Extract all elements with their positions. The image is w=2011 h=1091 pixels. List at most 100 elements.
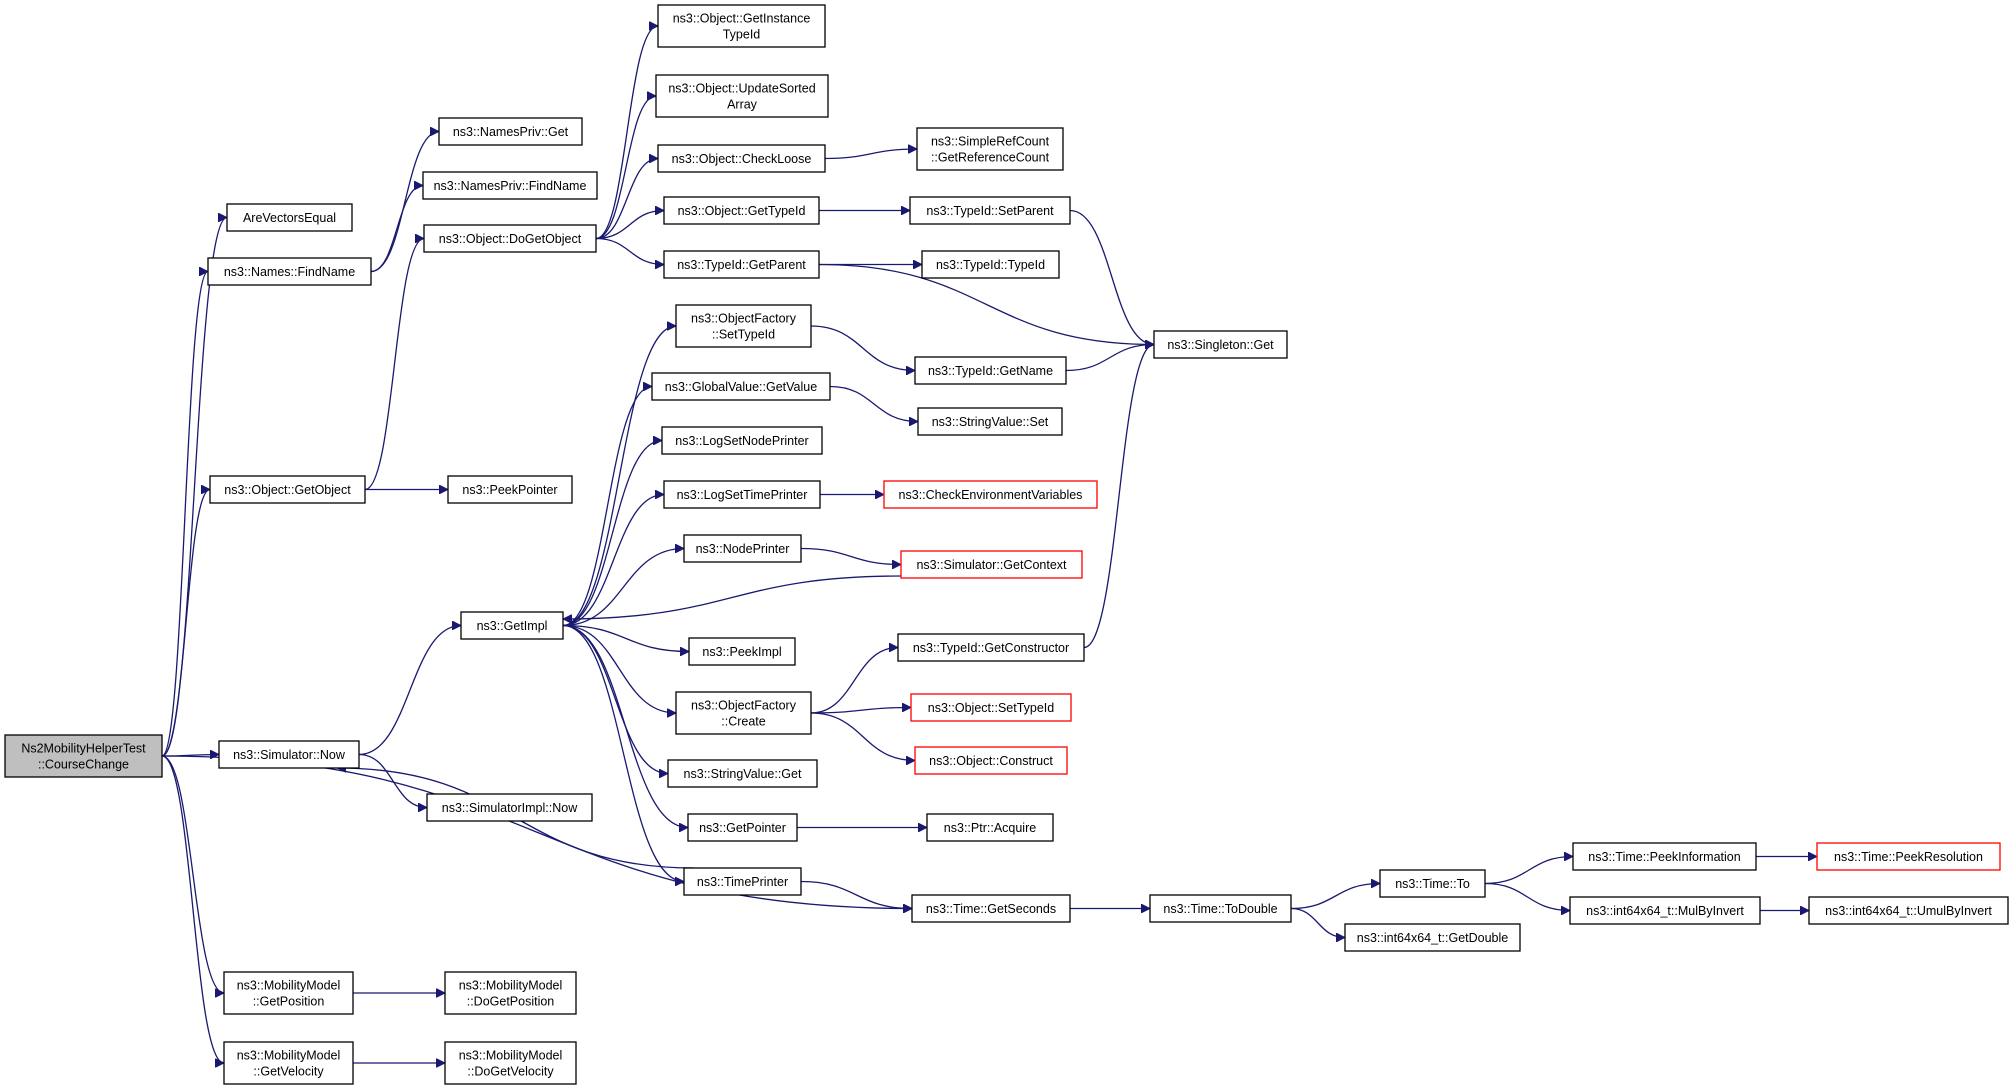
node-box-objgettid[interactable] <box>663 196 820 225</box>
node-gvgetval[interactable]: ns3::GlobalValue::GetValue <box>651 372 831 401</box>
node-tidgetname[interactable]: ns3::TypeId::GetName <box>914 356 1067 385</box>
node-box-simgetctx[interactable] <box>900 550 1083 579</box>
node-srcgetref[interactable]: ns3::SimpleRefCount::GetReferenceCount <box>916 127 1064 171</box>
node-singleton[interactable]: ns3::Singleton::Get <box>1153 330 1288 359</box>
node-timeto[interactable]: ns3::Time::To <box>1379 869 1486 898</box>
node-dogetobj[interactable]: ns3::Object::DoGetObject <box>423 224 597 253</box>
node-box-timetodouble[interactable] <box>1149 894 1292 923</box>
node-box-nodeprinter[interactable] <box>683 534 802 563</box>
node-checkloose[interactable]: ns3::Object::CheckLoose <box>657 144 826 173</box>
node-box-dogetobj[interactable] <box>423 224 597 253</box>
node-box-arevec[interactable] <box>226 203 353 232</box>
node-logtime[interactable]: ns3::LogSetTimePrinter <box>663 480 821 509</box>
node-box-mmgetvel[interactable] <box>223 1041 354 1085</box>
node-box-timegetsec[interactable] <box>911 894 1071 923</box>
node-objgettid[interactable]: ns3::Object::GetTypeId <box>663 196 820 225</box>
node-box-timeprinter[interactable] <box>683 867 802 896</box>
node-ofcreate[interactable]: ns3::ObjectFactory::Create <box>675 691 812 735</box>
node-i64mulbyinv[interactable]: ns3::int64x64_t::MulByInvert <box>1569 896 1761 925</box>
node-npget[interactable]: ns3::NamesPriv::Get <box>438 117 583 146</box>
node-box-updsorted[interactable] <box>655 74 829 118</box>
node-nodeprinter[interactable]: ns3::NodePrinter <box>683 534 802 563</box>
node-box-tidgetname[interactable] <box>914 356 1067 385</box>
node-tidgetparent[interactable]: ns3::TypeId::GetParent <box>663 250 820 279</box>
node-simnow[interactable]: ns3::Simulator::Now <box>218 740 360 769</box>
node-objconstruct[interactable]: ns3::Object::Construct <box>914 746 1068 775</box>
node-simimplnow[interactable]: ns3::SimulatorImpl::Now <box>426 793 593 822</box>
node-box-root[interactable] <box>4 734 163 778</box>
node-box-peekptr[interactable] <box>447 475 573 504</box>
node-box-simimplnow[interactable] <box>426 793 593 822</box>
node-peekimpl[interactable]: ns3::PeekImpl <box>688 637 796 666</box>
node-box-simnow[interactable] <box>218 740 360 769</box>
node-box-objconstruct[interactable] <box>914 746 1068 775</box>
node-box-mmdogetpos[interactable] <box>444 971 577 1015</box>
node-svget[interactable]: ns3::StringValue::Get <box>667 759 818 788</box>
node-ofsettid[interactable]: ns3::ObjectFactory::SetTypeId <box>675 304 812 348</box>
node-arevec[interactable]: AreVectorsEqual <box>226 203 353 232</box>
node-lognode[interactable]: ns3::LogSetNodePrinter <box>661 426 823 455</box>
node-box-getobject[interactable] <box>209 475 366 504</box>
node-box-mmgetpos[interactable] <box>223 971 354 1015</box>
node-box-timepeekres[interactable] <box>1816 842 2001 871</box>
node-tidgetctor[interactable]: ns3::TypeId::GetConstructor <box>897 633 1085 662</box>
node-getpointer[interactable]: ns3::GetPointer <box>687 813 798 842</box>
node-svset[interactable]: ns3::StringValue::Set <box>917 407 1063 436</box>
node-box-ofsettid[interactable] <box>675 304 812 348</box>
node-box-getpointer[interactable] <box>687 813 798 842</box>
node-box-objsettid[interactable] <box>910 693 1072 722</box>
node-i64umulbyinv[interactable]: ns3::int64x64_t::UmulByInvert <box>1808 896 2009 925</box>
node-box-svset[interactable] <box>917 407 1063 436</box>
node-timepeekinfo[interactable]: ns3::Time::PeekInformation <box>1572 842 1757 871</box>
node-mmgetpos[interactable]: ns3::MobilityModel::GetPosition <box>223 971 354 1015</box>
node-timeprinter[interactable]: ns3::TimePrinter <box>683 867 802 896</box>
node-getobject[interactable]: ns3::Object::GetObject <box>209 475 366 504</box>
node-box-checkloose[interactable] <box>657 144 826 173</box>
node-i64getdouble[interactable]: ns3::int64x64_t::GetDouble <box>1344 923 1521 952</box>
node-checkenv[interactable]: ns3::CheckEnvironmentVariables <box>883 480 1098 509</box>
node-box-tidgetctor[interactable] <box>897 633 1085 662</box>
node-namesfind[interactable]: ns3::Names::FindName <box>207 257 372 286</box>
node-box-logtime[interactable] <box>663 480 821 509</box>
node-mmdogetvel[interactable]: ns3::MobilityModel::DoGetVelocity <box>444 1041 577 1085</box>
node-timetodouble[interactable]: ns3::Time::ToDouble <box>1149 894 1292 923</box>
node-ptracquire[interactable]: ns3::Ptr::Acquire <box>926 813 1054 842</box>
node-box-i64umulbyinv[interactable] <box>1808 896 2009 925</box>
node-box-peekimpl[interactable] <box>688 637 796 666</box>
node-peekptr[interactable]: ns3::PeekPointer <box>447 475 573 504</box>
node-box-srcgetref[interactable] <box>916 127 1064 171</box>
node-box-gvgetval[interactable] <box>651 372 831 401</box>
node-npfind[interactable]: ns3::NamesPriv::FindName <box>422 171 598 200</box>
node-simgetctx[interactable]: ns3::Simulator::GetContext <box>900 550 1083 579</box>
node-box-tidtypeid[interactable] <box>921 250 1060 279</box>
node-mmdogetpos[interactable]: ns3::MobilityModel::DoGetPosition <box>444 971 577 1015</box>
node-box-i64mulbyinv[interactable] <box>1569 896 1761 925</box>
node-box-getinsttid[interactable] <box>657 4 826 48</box>
node-box-mmdogetvel[interactable] <box>444 1041 577 1085</box>
node-box-i64getdouble[interactable] <box>1344 923 1521 952</box>
node-box-timepeekinfo[interactable] <box>1572 842 1757 871</box>
node-box-ofcreate[interactable] <box>675 691 812 735</box>
node-box-tidsetparent[interactable] <box>909 196 1071 225</box>
node-box-getimpl[interactable] <box>460 611 564 640</box>
node-box-npfind[interactable] <box>422 171 598 200</box>
node-getimpl[interactable]: ns3::GetImpl <box>460 611 564 640</box>
node-box-timeto[interactable] <box>1379 869 1486 898</box>
node-box-svget[interactable] <box>667 759 818 788</box>
node-box-lognode[interactable] <box>661 426 823 455</box>
node-tidtypeid[interactable]: ns3::TypeId::TypeId <box>921 250 1060 279</box>
node-root[interactable]: Ns2MobilityHelperTest::CourseChange <box>4 734 163 778</box>
node-objsettid[interactable]: ns3::Object::SetTypeId <box>910 693 1072 722</box>
node-box-tidgetparent[interactable] <box>663 250 820 279</box>
node-mmgetvel[interactable]: ns3::MobilityModel::GetVelocity <box>223 1041 354 1085</box>
node-timegetsec[interactable]: ns3::Time::GetSeconds <box>911 894 1071 923</box>
node-box-npget[interactable] <box>438 117 583 146</box>
node-box-ptracquire[interactable] <box>926 813 1054 842</box>
node-box-checkenv[interactable] <box>883 480 1098 509</box>
node-tidsetparent[interactable]: ns3::TypeId::SetParent <box>909 196 1071 225</box>
node-timepeekres[interactable]: ns3::Time::PeekResolution <box>1816 842 2001 871</box>
node-box-singleton[interactable] <box>1153 330 1288 359</box>
node-box-namesfind[interactable] <box>207 257 372 286</box>
